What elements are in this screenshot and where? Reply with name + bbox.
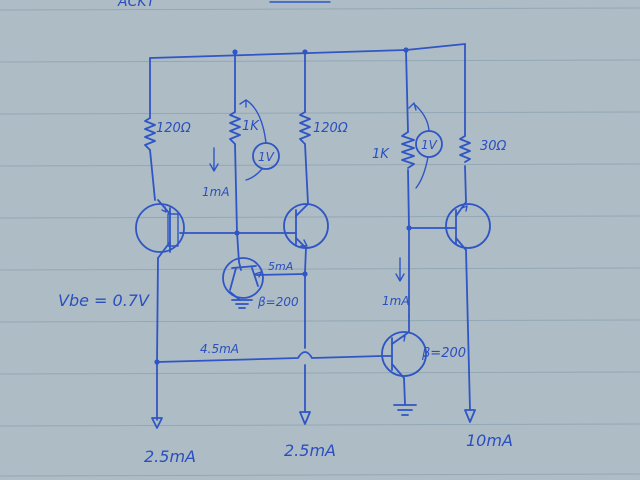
top-scribble-label: ACKT xyxy=(117,0,157,10)
transistor-mid-upper xyxy=(283,203,329,249)
label-i-mid: 1mA xyxy=(202,185,230,199)
label-r-left: 120Ω xyxy=(156,121,191,136)
voltmeter-right: 1V xyxy=(408,102,443,189)
resistor-mid-1k xyxy=(229,111,241,145)
label-vbe: Vbe = 0.7V xyxy=(58,291,150,310)
voltmeter-mid-label: 1V xyxy=(258,150,275,164)
transistor-left xyxy=(135,199,185,259)
label-out-left: 2.5mA xyxy=(144,447,196,466)
resistor-left-120 xyxy=(144,117,156,151)
label-out-mid: 2.5mA xyxy=(284,441,336,460)
voltmeter-mid: 1V xyxy=(239,99,280,181)
notebook-rules xyxy=(0,7,640,477)
resistor-right-30 xyxy=(459,135,471,163)
label-beta-mid: β=200 xyxy=(257,295,299,309)
wires xyxy=(149,43,471,421)
label-beta-right: β=200 xyxy=(421,346,466,361)
label-r-mid-120: 120Ω xyxy=(313,121,348,136)
label-r-right-1k: 1K xyxy=(372,147,390,162)
label-i-right: 1mA xyxy=(382,294,410,308)
output-arrow-right xyxy=(464,409,476,423)
junction-dots xyxy=(154,47,412,365)
output-arrow-left xyxy=(151,417,163,429)
transistor-right-lower xyxy=(381,315,427,416)
current-arrow-mid xyxy=(209,147,219,172)
voltmeter-right-label: 1V xyxy=(421,138,438,152)
label-r-right-30: 30Ω xyxy=(480,139,507,154)
label-i-45: 4.5mA xyxy=(200,342,239,356)
label-out-right: 10mA xyxy=(466,431,513,450)
output-arrow-mid xyxy=(299,411,311,425)
current-arrow-right xyxy=(395,257,405,282)
transistor-mid-lower xyxy=(222,257,306,309)
transistor-right-upper xyxy=(445,201,491,251)
resistor-right-1k xyxy=(401,131,415,169)
resistor-mid-120 xyxy=(299,111,311,145)
label-r-mid-1k: 1K xyxy=(242,119,260,134)
label-i-5ma: 5mA xyxy=(268,260,293,273)
